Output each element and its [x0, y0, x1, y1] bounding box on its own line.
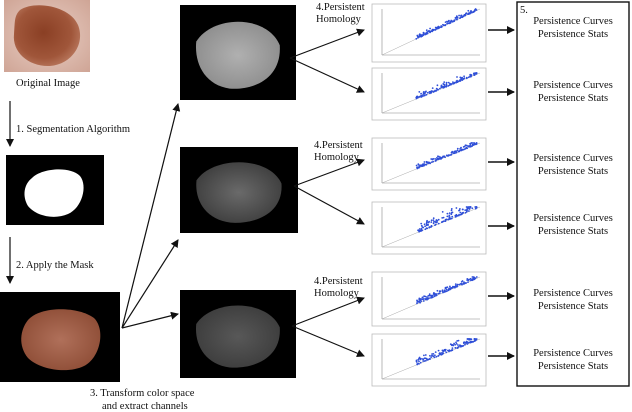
channel-3 — [180, 290, 296, 378]
persistence-diagram-6 — [371, 333, 487, 387]
curves-label-1: Persistence Curves — [533, 16, 613, 27]
arrow-ph-3a — [291, 296, 365, 327]
channel-panels — [180, 5, 298, 378]
curves-label-5: Persistence Curves — [533, 288, 613, 299]
stats-label-2: Persistence Stats — [538, 93, 608, 104]
segmentation-mask — [6, 155, 104, 225]
step3-label-line1: 3. Transform color space — [90, 388, 195, 399]
arrow-ph-2b — [293, 185, 365, 225]
arrow-ph-2a — [293, 158, 365, 187]
original-image-label: Original Image — [16, 78, 80, 89]
curves-label-3: Persistence Curves — [533, 153, 613, 164]
homology-label-3b: Homology — [314, 288, 360, 299]
step3-label-line2: and extract channels — [102, 401, 188, 412]
homology-label-2a: 4.Persistent — [314, 140, 363, 151]
channel-1 — [180, 5, 296, 100]
persistence-diagram-5 — [371, 271, 487, 327]
homology-label-2b: Homology — [314, 152, 360, 163]
persistence-diagram-4 — [371, 201, 487, 255]
arrow-ph-3b — [291, 325, 365, 357]
persistence-diagrams — [371, 3, 487, 387]
stats-label-3: Persistence Stats — [538, 166, 608, 177]
original-image — [4, 0, 90, 72]
homology-label-1a: 4.Persistent — [316, 2, 365, 13]
step5-label: 5. — [520, 5, 528, 16]
arrows-to-stats — [488, 26, 515, 360]
stats-label-6: Persistence Stats — [538, 361, 608, 372]
persistence-diagram-1 — [371, 3, 487, 63]
arrow-ph-1b — [289, 57, 365, 93]
step1-label: 1. Segmentation Algorithm — [16, 124, 130, 135]
persistence-diagram-2 — [371, 67, 487, 121]
channel-2 — [180, 147, 298, 233]
stats-box — [516, 1, 630, 387]
step2-label: 2. Apply the Mask — [16, 260, 94, 271]
arrow-to-channel-2 — [121, 239, 179, 329]
stats-label-4: Persistence Stats — [538, 226, 608, 237]
homology-label-3a: 4.Persistent — [314, 276, 363, 287]
masked-image — [0, 292, 120, 382]
arrow-to-channel-3 — [121, 311, 179, 329]
curves-label-4: Persistence Curves — [533, 213, 613, 224]
arrow-to-channel-1 — [121, 103, 181, 329]
arrow-ph-1a — [289, 28, 365, 59]
homology-label-1b: Homology — [316, 14, 362, 25]
stats-entries: Persistence Curves Persistence Stats Per… — [533, 16, 613, 372]
curves-label-6: Persistence Curves — [533, 348, 613, 359]
stats-label-5: Persistence Stats — [538, 301, 608, 312]
curves-label-2: Persistence Curves — [533, 80, 613, 91]
stats-label-1: Persistence Stats — [538, 29, 608, 40]
persistence-diagram-3 — [371, 137, 487, 191]
